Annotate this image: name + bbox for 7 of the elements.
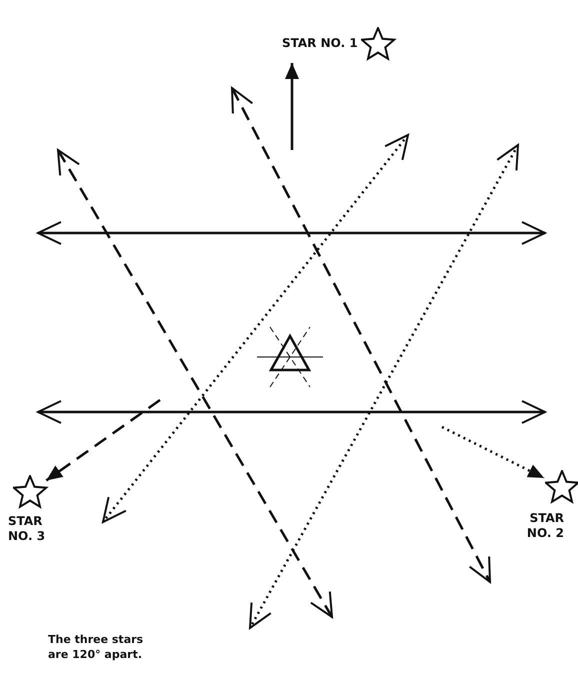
- arrow: [285, 63, 299, 150]
- star-label: STAR NO. 3: [8, 514, 46, 544]
- note-text: The three stars are 120° apart.: [48, 632, 144, 662]
- arrow: [441, 426, 545, 480]
- star-label: STAR NO. 2: [526, 511, 564, 541]
- arrow: [46, 398, 161, 482]
- star-label: STAR NO. 1: [282, 36, 358, 51]
